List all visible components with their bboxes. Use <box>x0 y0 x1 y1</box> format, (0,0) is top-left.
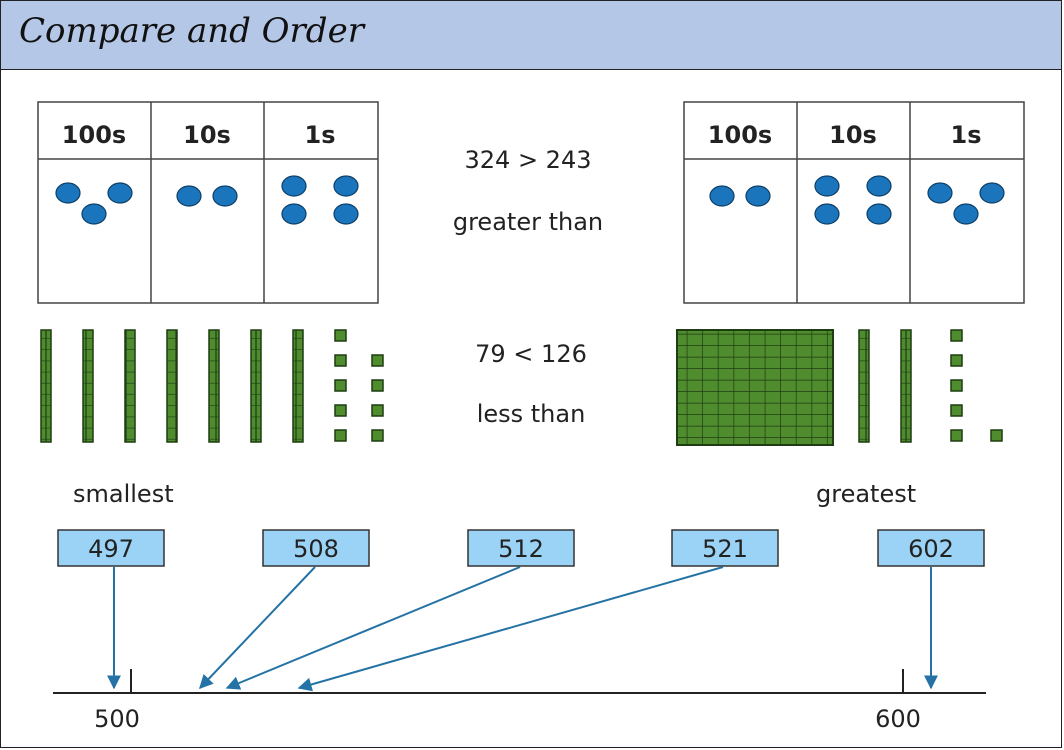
number-box-label: 497 <box>88 535 134 563</box>
counter-dot <box>176 185 202 207</box>
column-header-ones: 1s <box>305 121 336 149</box>
counter-dot <box>81 203 107 225</box>
arrow-521 <box>297 566 724 692</box>
ten-rod <box>900 329 912 443</box>
one-cube <box>950 429 963 442</box>
ten-rod <box>858 329 870 443</box>
ten-rod <box>208 329 220 443</box>
arrows <box>107 566 938 692</box>
one-cube <box>334 429 347 442</box>
number-line: 500 600 <box>53 669 986 733</box>
number-line-label-500: 500 <box>94 705 140 733</box>
counters-right <box>709 175 1005 225</box>
smallest-label: smallest <box>73 480 174 508</box>
arrow-512 <box>225 566 521 690</box>
counters-left <box>55 175 359 225</box>
place-value-chart-right: 100s 10s 1s <box>683 101 1025 304</box>
ten-rod <box>250 329 262 443</box>
one-cube <box>950 404 963 417</box>
counter-dot <box>281 203 307 225</box>
counter-dot <box>55 182 81 204</box>
one-cube <box>334 404 347 417</box>
one-cube <box>371 354 384 367</box>
base-ten-blocks-left <box>40 329 384 443</box>
number-box-label: 602 <box>908 535 954 563</box>
one-cube <box>950 379 963 392</box>
number-box: 512 <box>467 529 575 567</box>
counter-dot <box>107 182 133 204</box>
header-bar: Compare and Order <box>1 1 1061 70</box>
counter-dot <box>281 175 307 197</box>
place-value-chart-left: 100s 10s 1s <box>37 101 379 304</box>
column-header-tens: 10s <box>829 121 877 149</box>
counter-dot <box>814 203 840 225</box>
one-cube <box>334 379 347 392</box>
number-box-label: 512 <box>498 535 544 563</box>
counter-dot <box>745 185 771 207</box>
counter-dot <box>814 175 840 197</box>
one-cube <box>334 329 347 342</box>
one-cube <box>950 354 963 367</box>
one-cube <box>950 329 963 342</box>
counter-dot <box>927 182 953 204</box>
counter-dot <box>953 203 979 225</box>
counter-dot <box>333 175 359 197</box>
ten-rod <box>124 329 136 443</box>
number-box: 602 <box>877 529 985 567</box>
less-than-words: less than <box>477 400 586 428</box>
arrow-508 <box>199 566 316 690</box>
one-cube <box>371 379 384 392</box>
ten-rod <box>292 329 304 443</box>
number-line-label-600: 600 <box>875 705 921 733</box>
column-header-hundreds: 100s <box>708 121 772 149</box>
hundred-flat <box>676 329 834 446</box>
one-cube <box>990 429 1003 442</box>
ten-rod <box>82 329 94 443</box>
column-header-ones: 1s <box>951 121 982 149</box>
base-ten-blocks-right <box>676 329 1003 446</box>
counter-dot <box>709 185 735 207</box>
counter-dot <box>979 182 1005 204</box>
counter-dot <box>212 185 238 207</box>
diagram-canvas: 100s 10s 1s 100s 10s 1s 324 > 243 greate… <box>37 101 1025 733</box>
page-title: Compare and Order <box>19 11 364 51</box>
number-box: 497 <box>57 529 165 567</box>
greatest-label: greatest <box>816 480 916 508</box>
counter-dot <box>866 203 892 225</box>
counter-dot <box>866 175 892 197</box>
counter-dot <box>333 203 359 225</box>
less-than-expression: 79 < 126 <box>475 340 587 368</box>
number-box-label: 508 <box>293 535 339 563</box>
ten-rod <box>40 329 52 443</box>
one-cube <box>334 354 347 367</box>
number-box: 508 <box>262 529 370 567</box>
number-box-label: 521 <box>702 535 748 563</box>
one-cube <box>371 404 384 417</box>
column-header-tens: 10s <box>183 121 231 149</box>
number-box: 521 <box>671 529 779 567</box>
column-header-hundreds: 100s <box>62 121 126 149</box>
ten-rod <box>166 329 178 443</box>
greater-than-words: greater than <box>453 208 603 236</box>
one-cube <box>371 429 384 442</box>
greater-than-expression: 324 > 243 <box>465 146 592 174</box>
